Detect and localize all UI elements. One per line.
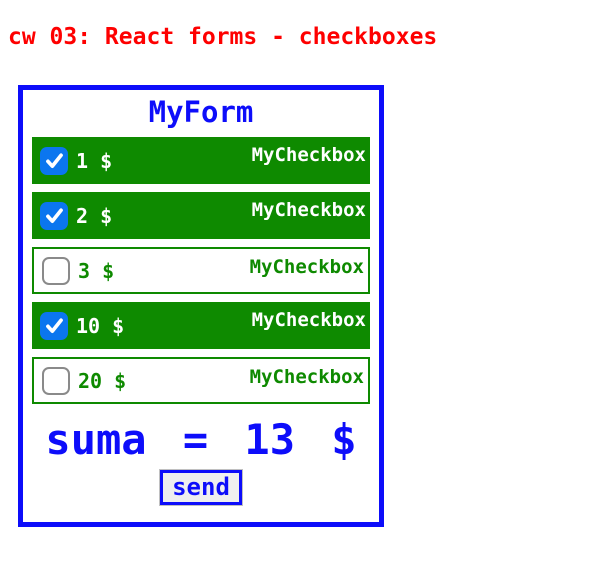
- checkmark-icon: [45, 153, 63, 169]
- send-button[interactable]: send: [160, 470, 242, 505]
- checkbox-row[interactable]: 10 $ MyCheckbox: [32, 302, 370, 349]
- mycheckbox-component-label: MyCheckbox: [249, 256, 364, 278]
- checkbox-value-label: 20 $: [78, 368, 127, 393]
- checkbox-row[interactable]: 1 $ MyCheckbox: [32, 137, 370, 184]
- checkbox-row[interactable]: 3 $ MyCheckbox: [32, 247, 370, 294]
- checkmark-icon: [45, 318, 63, 334]
- checkbox-value-label: 10 $: [76, 313, 125, 338]
- mycheckbox-component-label: MyCheckbox: [251, 309, 366, 331]
- checkbox-input[interactable]: [42, 256, 70, 285]
- form-title: MyForm: [148, 95, 254, 129]
- checkbox-rows: 1 $ MyCheckbox 2 $ MyCheckbox 3 $ MyChec…: [23, 137, 379, 404]
- checkmark-icon: [45, 208, 63, 224]
- mycheckbox-component-label: MyCheckbox: [251, 199, 366, 221]
- mycheckbox-component-label: MyCheckbox: [251, 144, 366, 166]
- checkbox-value-label: 1 $: [76, 148, 113, 173]
- page-title: cw 03: React forms - checkboxes: [8, 24, 438, 50]
- checkbox-value-label: 3 $: [78, 258, 115, 283]
- checkbox-value-label: 2 $: [76, 203, 113, 228]
- checkbox-input[interactable]: [40, 146, 68, 175]
- checkbox-row[interactable]: 20 $ MyCheckbox: [32, 357, 370, 404]
- checkbox-input[interactable]: [40, 201, 68, 230]
- checkbox-input[interactable]: [40, 311, 68, 340]
- send-button-container: send: [23, 470, 379, 505]
- checkbox-input[interactable]: [42, 366, 70, 395]
- checkbox-row[interactable]: 2 $ MyCheckbox: [32, 192, 370, 239]
- my-form: MyForm 1 $ MyCheckbox 2 $ MyCheckbox 3 $…: [18, 85, 384, 527]
- mycheckbox-component-label: MyCheckbox: [249, 366, 364, 388]
- sum-display: suma = 13 $: [45, 415, 357, 464]
